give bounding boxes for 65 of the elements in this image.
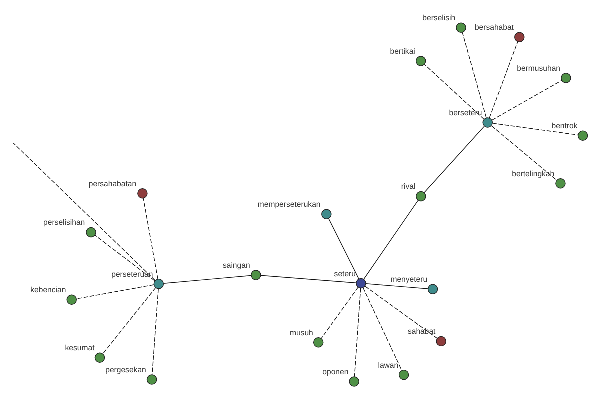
node-circle xyxy=(416,190,426,202)
connector xyxy=(366,283,429,289)
node-label: kebencian xyxy=(30,285,66,294)
node-label: lawan xyxy=(378,360,399,370)
connector xyxy=(152,288,159,375)
node-label: bertelingkah xyxy=(512,168,555,178)
node-circle xyxy=(578,130,588,140)
connector xyxy=(364,286,438,338)
node-circle xyxy=(416,56,426,66)
node-label: bertikai xyxy=(390,46,416,56)
node-circle xyxy=(349,376,360,386)
node-circle xyxy=(154,278,164,289)
connector xyxy=(328,218,360,279)
connector xyxy=(163,274,252,284)
node-label: musuh xyxy=(290,328,314,337)
node-circle xyxy=(428,284,438,294)
connector xyxy=(102,287,156,354)
node-label: berseteru xyxy=(449,108,482,118)
node-label: bentrok xyxy=(552,121,578,130)
connector xyxy=(424,64,485,120)
node-label: saingan xyxy=(222,260,250,270)
node-label: oponen xyxy=(322,367,349,376)
node-circle xyxy=(86,226,96,238)
node-label: kesumat xyxy=(65,343,95,352)
node-label: seteru xyxy=(334,268,356,278)
connector xyxy=(492,80,562,120)
node-label: perselisihan xyxy=(44,218,86,227)
node-label: bermusuhan xyxy=(517,64,561,73)
node-circle xyxy=(514,32,525,42)
connector xyxy=(492,122,578,136)
node-circle xyxy=(482,117,493,128)
connector xyxy=(491,125,558,180)
node-label: memperseterukan xyxy=(258,200,321,209)
node-circle xyxy=(314,337,324,348)
node-circle xyxy=(456,22,466,33)
node-circle xyxy=(66,294,77,305)
node-circle xyxy=(356,278,366,288)
node-circle xyxy=(561,72,572,83)
connector xyxy=(143,198,158,280)
connector xyxy=(76,284,154,299)
connector xyxy=(94,234,156,281)
node-circle xyxy=(556,178,566,188)
connector xyxy=(362,287,402,370)
connector xyxy=(321,286,359,339)
connector xyxy=(354,288,362,377)
node-label: rival xyxy=(401,182,416,191)
node-label: persahabatan xyxy=(88,178,137,188)
connector xyxy=(260,274,357,283)
node-label: sahabat xyxy=(408,326,436,336)
node-circle xyxy=(436,336,446,346)
connector xyxy=(424,126,485,193)
node-circle xyxy=(138,188,148,198)
node-label: menyeteru xyxy=(390,274,428,284)
connector xyxy=(462,32,487,118)
connector xyxy=(13,142,156,280)
node-label: pergesekan xyxy=(106,365,146,374)
connector xyxy=(364,200,419,280)
node-label: bersahabat xyxy=(474,22,514,32)
connector xyxy=(489,41,518,118)
node-circle xyxy=(322,208,332,219)
node-circle xyxy=(398,369,410,380)
node-circle xyxy=(94,352,106,362)
node-circle xyxy=(251,270,262,280)
node-circle xyxy=(146,374,158,384)
node-label: berselisih xyxy=(422,13,456,22)
